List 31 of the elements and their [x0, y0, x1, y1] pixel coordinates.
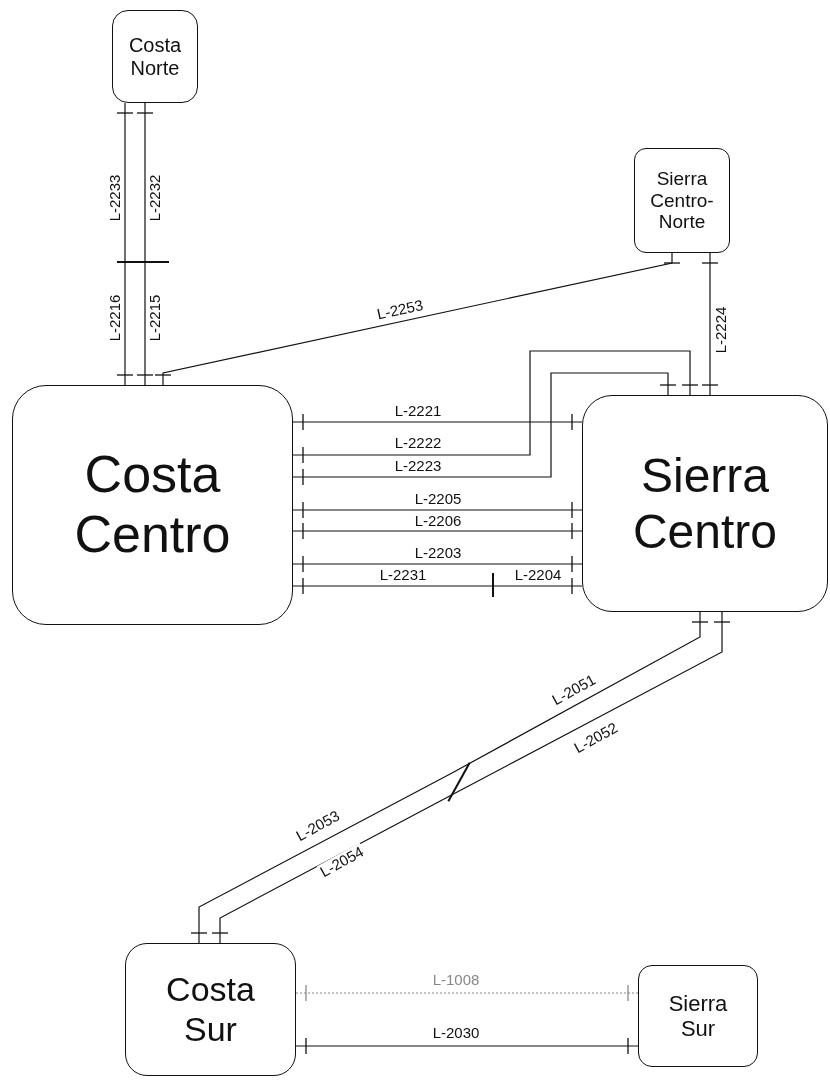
area-name: Costa Sur — [165, 970, 256, 1049]
area-name: Costa Norte — [127, 33, 183, 80]
transmission-line — [451, 611, 709, 774]
transmission-line — [295, 1037, 639, 1055]
transmission-line — [292, 522, 583, 540]
transmission-line — [154, 252, 681, 386]
area-box — [12, 385, 293, 625]
transmission-line — [292, 372, 677, 486]
transmission-line — [190, 772, 453, 944]
area-name: Sierra Centro — [631, 448, 779, 559]
area-name: Sierra Centro-Norte — [649, 167, 715, 234]
area-box — [112, 10, 198, 103]
transmission-line — [701, 252, 719, 396]
transmission-line — [460, 611, 731, 791]
transmission-line — [292, 555, 583, 573]
transmission-line — [292, 577, 493, 595]
transmission-line — [116, 262, 134, 386]
transmission-line — [292, 501, 583, 519]
area-name: Sierra Sur — [667, 990, 729, 1042]
area-name: Costa Centro — [73, 445, 232, 565]
transmission-line — [136, 102, 154, 262]
area-box — [125, 943, 296, 1076]
area-box — [638, 965, 758, 1067]
transmission-line — [136, 262, 154, 386]
transmission-line — [493, 577, 583, 595]
transmission-line — [116, 102, 134, 262]
transmission-line — [292, 413, 583, 431]
transmission-line — [292, 350, 699, 464]
transmission-line — [295, 984, 639, 1002]
area-box — [634, 148, 730, 253]
area-box — [582, 395, 828, 612]
